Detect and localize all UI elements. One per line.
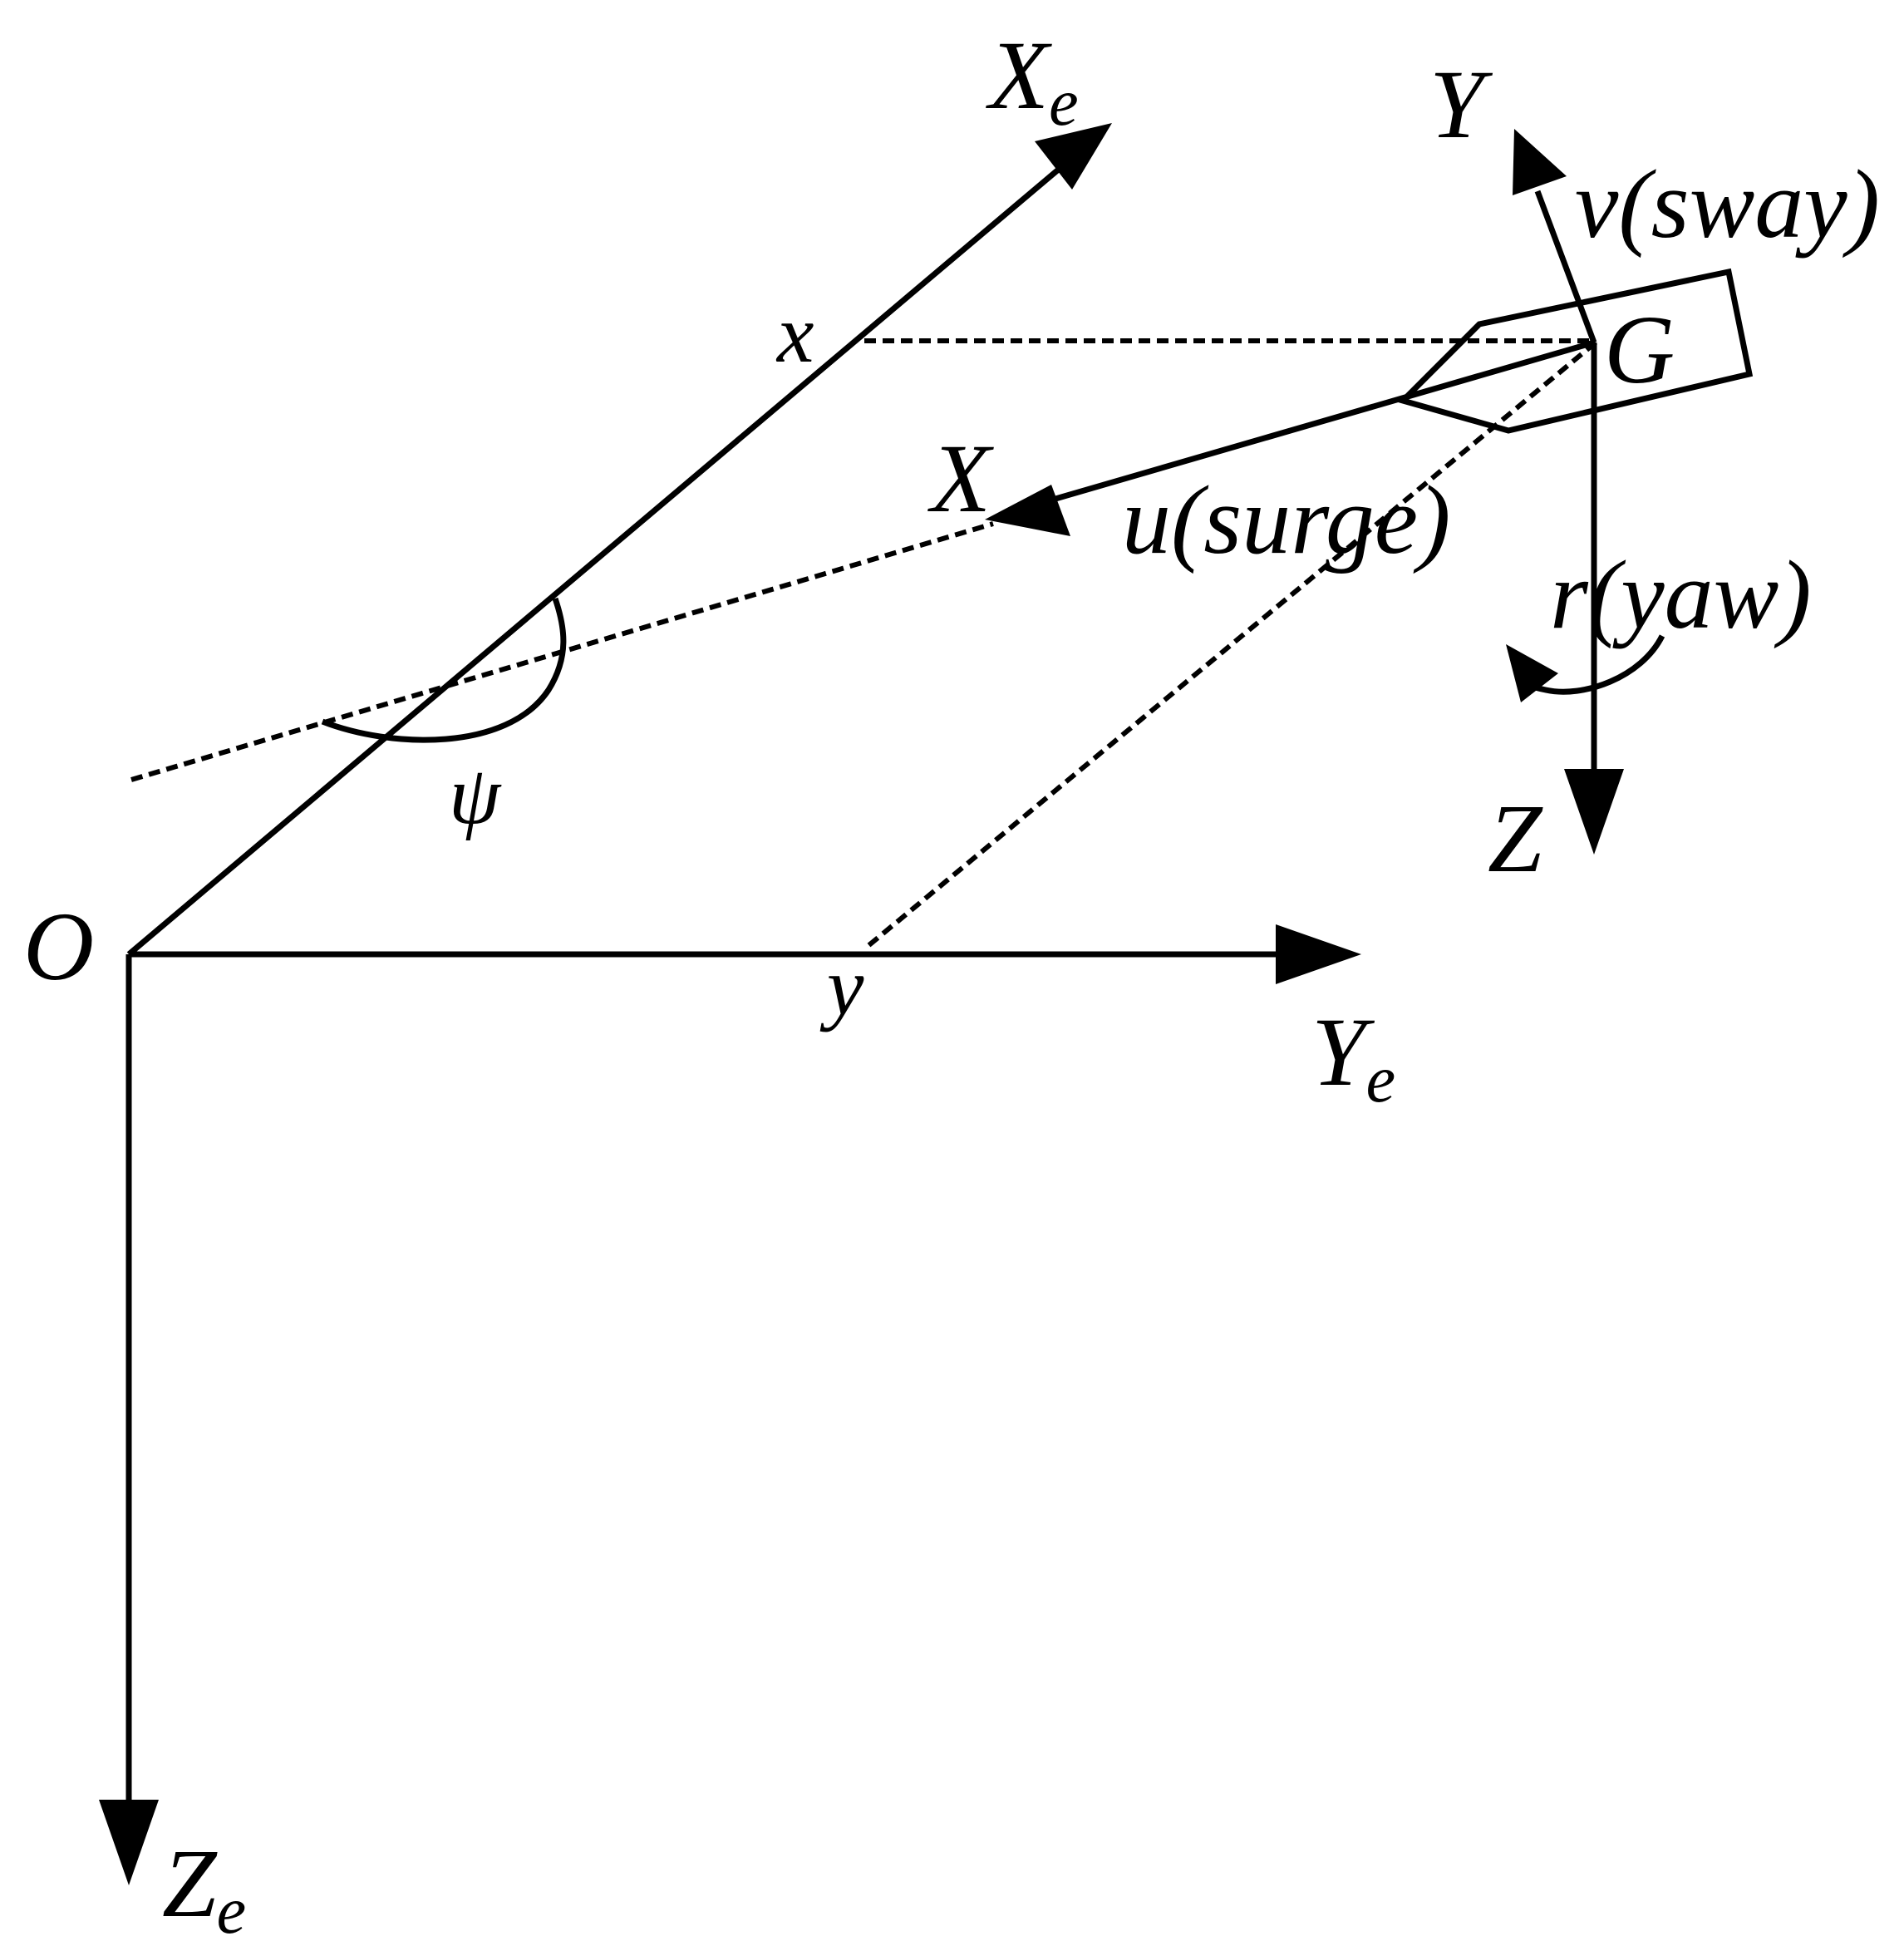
projection-lines xyxy=(130,338,1597,950)
earth-frame xyxy=(99,123,1361,1885)
earth-x-axis-arrowhead xyxy=(1035,123,1112,190)
surge-label: u(surge) xyxy=(1122,466,1450,574)
earth-x-axis-line xyxy=(126,155,1075,957)
earth-y-axis-label: Ye xyxy=(1311,998,1395,1116)
yaw-label: r(yaw) xyxy=(1550,540,1812,649)
body-frame xyxy=(985,129,1665,855)
heading-angle-arc xyxy=(321,597,567,743)
body-z-axis-label: Z xyxy=(1488,784,1543,893)
yaw-rotation-arrowhead xyxy=(1506,644,1558,702)
earth-x-axis-label: Xe xyxy=(986,21,1079,140)
earth-z-axis-label: Ze xyxy=(162,1829,246,1946)
position-x-label: x xyxy=(775,288,814,380)
body-z-axis-arrowhead xyxy=(1564,769,1624,855)
position-y-label: y xyxy=(819,940,864,1032)
body-y-axis-arrowhead xyxy=(1513,129,1567,195)
body-y-axis-line xyxy=(1534,190,1597,344)
body-y-axis-label: Y xyxy=(1429,50,1493,159)
earth-y-axis-arrowhead xyxy=(1276,924,1361,984)
heading-angle-label: ψ xyxy=(449,749,502,841)
sway-label: v(sway) xyxy=(1575,150,1880,259)
y-projection-line xyxy=(864,340,1597,950)
origin-label: O xyxy=(23,892,94,1001)
center-of-gravity-label: G xyxy=(1604,295,1675,404)
body-x-axis-arrowhead xyxy=(985,485,1070,536)
earth-z-axis-arrowhead xyxy=(99,1800,159,1885)
labels: O Xe Ye Ze x y ψ G X Y Z u(surge) v(sway… xyxy=(23,21,1880,1946)
vessel-hull xyxy=(1397,268,1754,434)
body-x-axis-line xyxy=(1055,339,1595,502)
body-x-axis-label: X xyxy=(927,424,994,533)
